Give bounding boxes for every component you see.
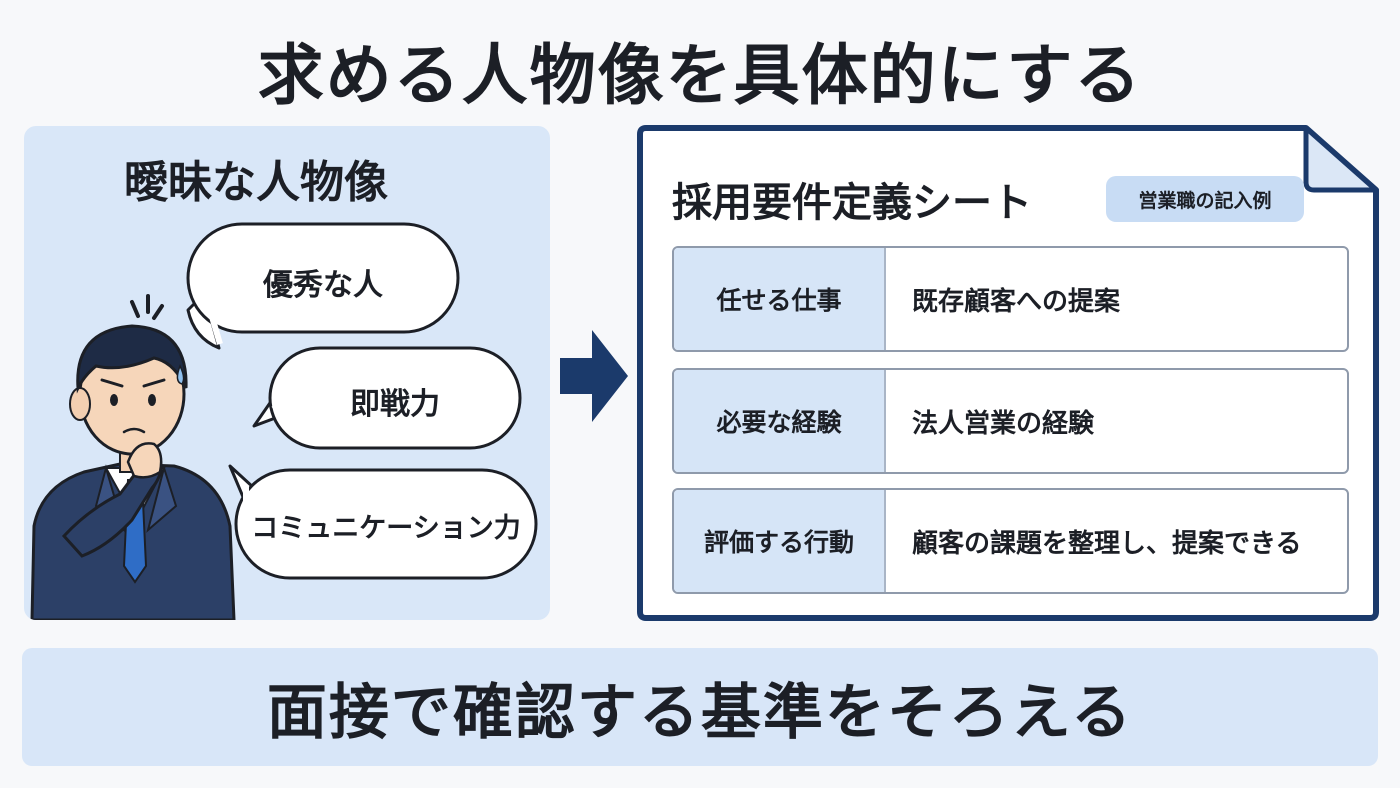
requirement-label: 任せる仕事 (674, 248, 886, 350)
bubble-2-shape (268, 346, 522, 450)
vague-persona-heading: 曖昧な人物像 (124, 157, 388, 208)
worried-businessman-icon (30, 294, 236, 620)
speech-bubbles-graphic (30, 222, 538, 620)
bubble-text-2: 即戦力 (350, 387, 440, 422)
bottom-message: 面接で確認する基準をそろえる (22, 648, 1378, 766)
right-arrow-icon (560, 330, 628, 422)
requirement-row: 必要な経験 法人営業の経験 (672, 368, 1349, 474)
requirement-value: 既存顧客への提案 (912, 286, 1121, 317)
bubble-text-3: コミュニケーション力 (251, 513, 521, 544)
bubble-3-shape (234, 468, 538, 580)
requirement-label: 必要な経験 (674, 370, 886, 472)
page-title: 求める人物像を具体的にする (257, 37, 1143, 114)
vague-persona-panel: 曖昧な人物像 優秀な人 即戦力 コミュニケーション力 (24, 126, 550, 620)
sheet-title: 採用要件定義シート (672, 180, 1032, 226)
requirement-value: 顧客の課題を整理し、提案できる (912, 528, 1302, 559)
requirement-value: 法人営業の経験 (912, 408, 1095, 439)
requirement-row: 評価する行動 顧客の課題を整理し、提案できる (672, 488, 1349, 594)
bubble-text-1: 優秀な人 (263, 268, 383, 303)
sheet-example-tag: 営業職の記入例 (1106, 176, 1304, 222)
requirement-row: 任せる仕事 既存顧客への提案 (672, 246, 1349, 352)
requirement-label: 評価する行動 (674, 490, 886, 592)
bubble-1-shape (186, 222, 460, 334)
